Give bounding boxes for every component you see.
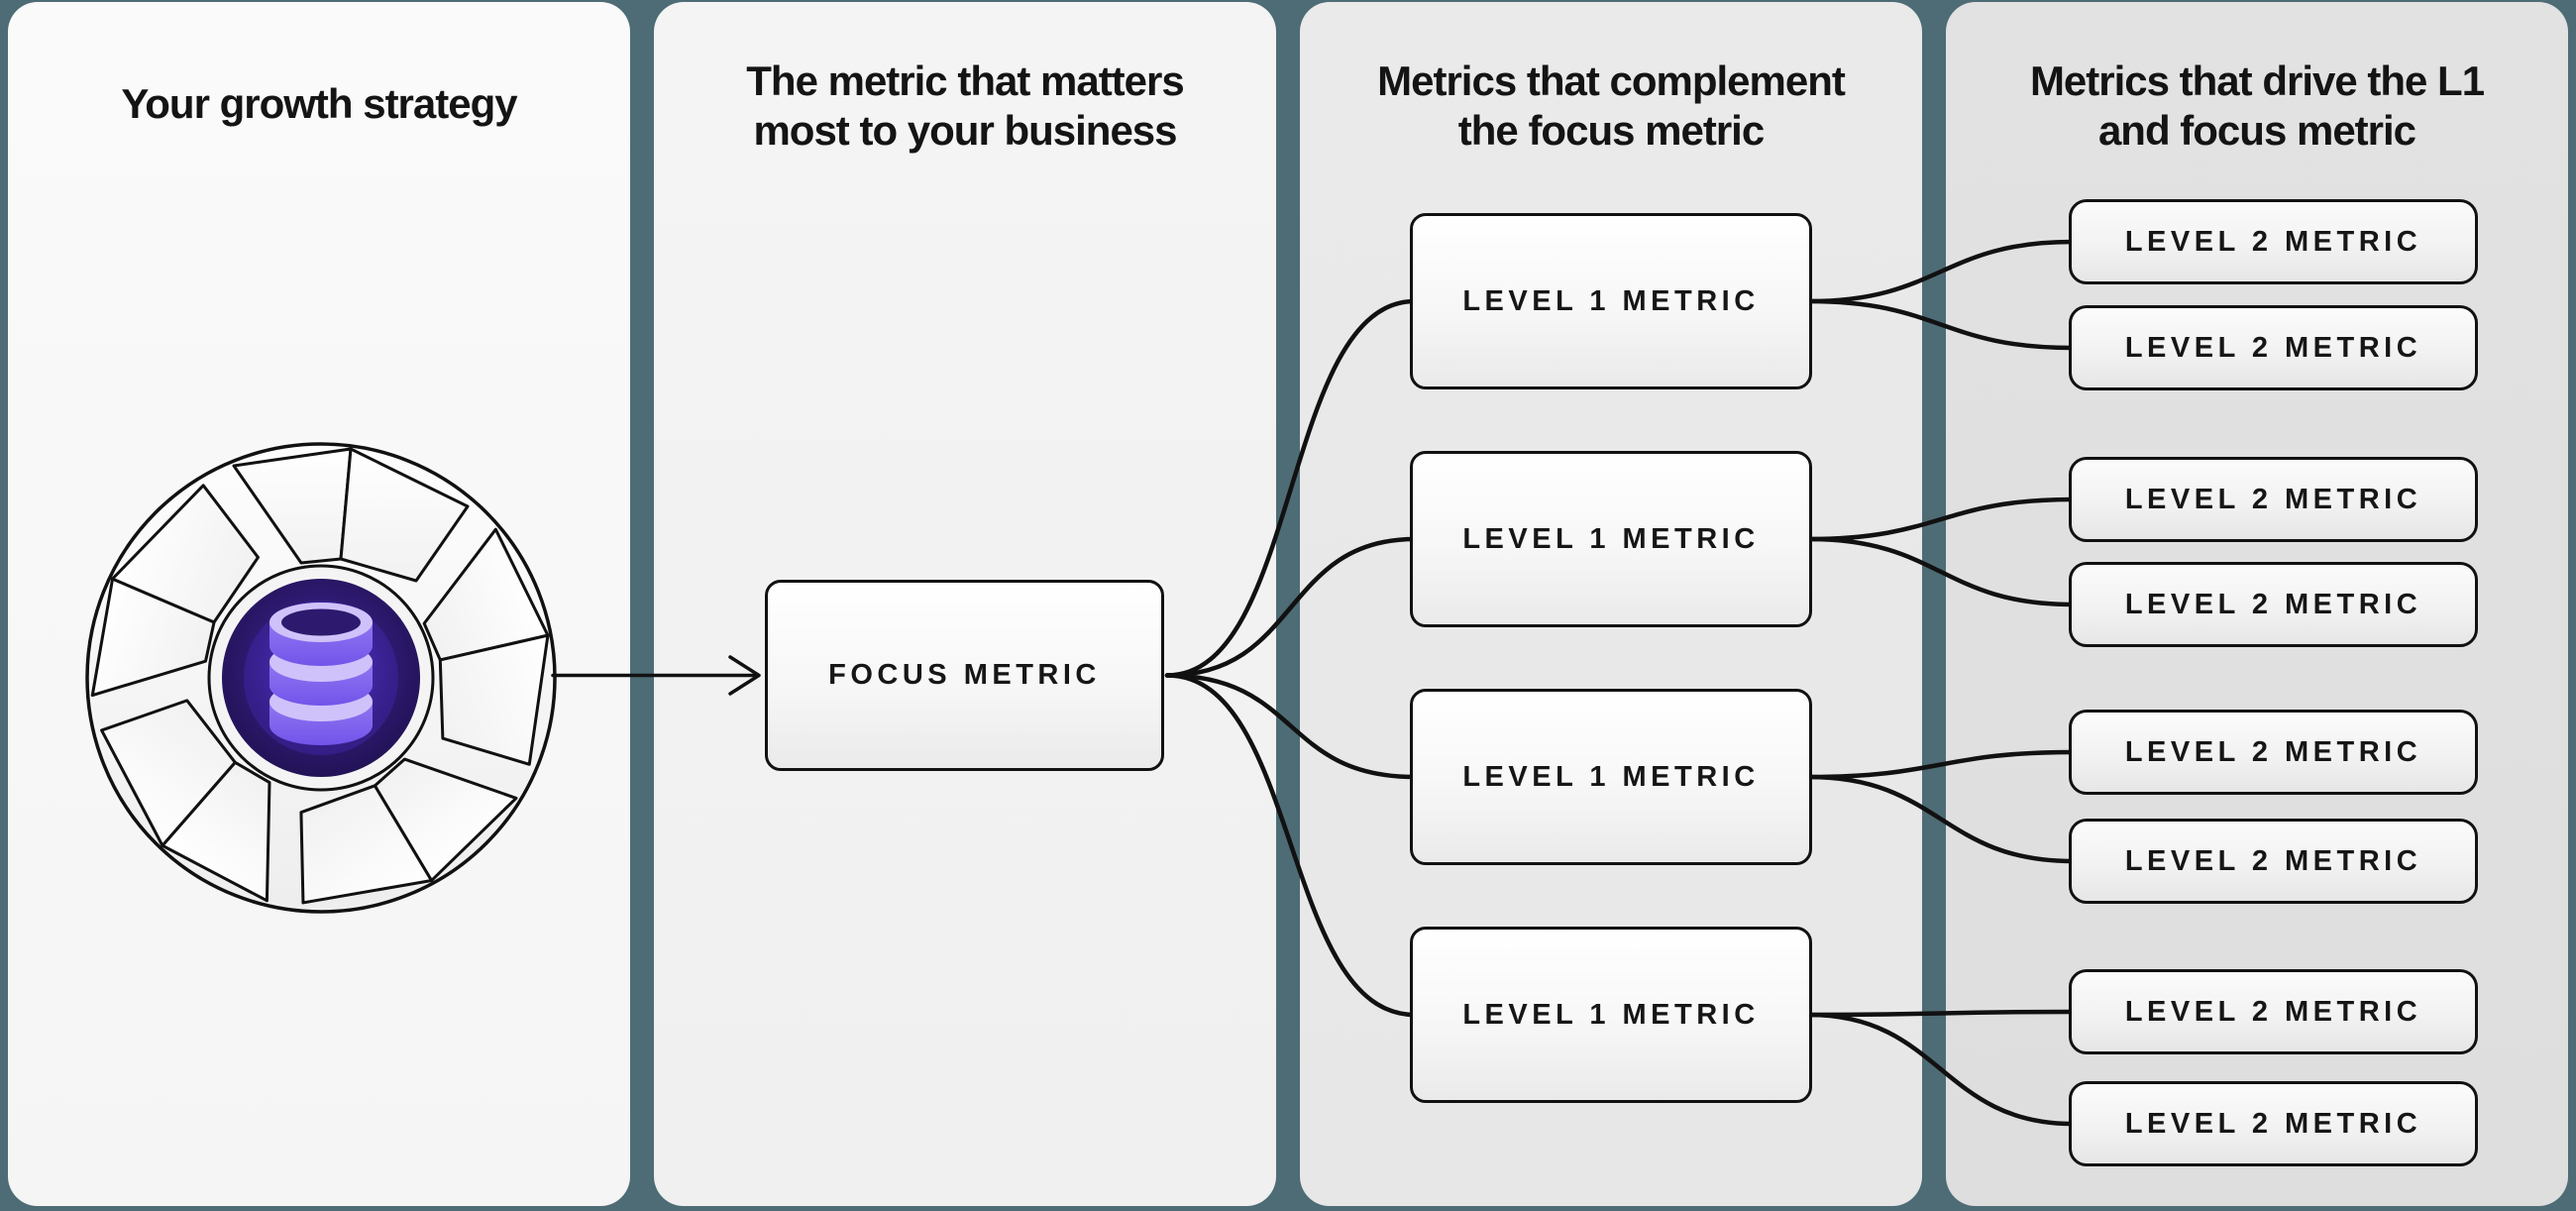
focus-metric-box: FOCUS METRIC — [765, 580, 1164, 771]
panel-title: Your growth strategy — [8, 2, 630, 129]
level2-metric-box: LEVEL 2 METRIC — [2069, 199, 2478, 284]
panel-title: Metrics that complement the focus metric — [1300, 2, 1922, 156]
panel-title: Metrics that drive the L1 and focus metr… — [1946, 2, 2568, 156]
level2-metric-box: LEVEL 2 METRIC — [2069, 305, 2478, 390]
level1-metric-box: LEVEL 1 METRIC — [1410, 213, 1812, 389]
level1-metric-box: LEVEL 1 METRIC — [1410, 689, 1812, 865]
level2-metric-box: LEVEL 2 METRIC — [2069, 969, 2478, 1054]
level2-metric-box: LEVEL 2 METRIC — [2069, 457, 2478, 542]
panel-title-line: Your growth strategy — [121, 80, 517, 127]
panel-growth-strategy: Your growth strategy — [8, 2, 630, 1206]
panel-title-line: Metrics that drive the L1 — [2029, 57, 2485, 104]
level1-metric-box: LEVEL 1 METRIC — [1410, 451, 1812, 627]
panel-title-line: Metrics that complement — [1377, 57, 1846, 104]
level2-metric-box: LEVEL 2 METRIC — [2069, 562, 2478, 647]
panel-title-line: and focus metric — [2097, 107, 2416, 154]
panel-title-line: the focus metric — [1457, 107, 1765, 154]
panel-title-line: The metric that matters — [746, 57, 1184, 104]
level1-metric-box: LEVEL 1 METRIC — [1410, 927, 1812, 1103]
panel-title: The metric that matters most to your bus… — [654, 2, 1276, 156]
panel-title-line: most to your business — [753, 107, 1177, 154]
level2-metric-box: LEVEL 2 METRIC — [2069, 710, 2478, 795]
level2-metric-box: LEVEL 2 METRIC — [2069, 819, 2478, 904]
level2-metric-box: LEVEL 2 METRIC — [2069, 1081, 2478, 1166]
